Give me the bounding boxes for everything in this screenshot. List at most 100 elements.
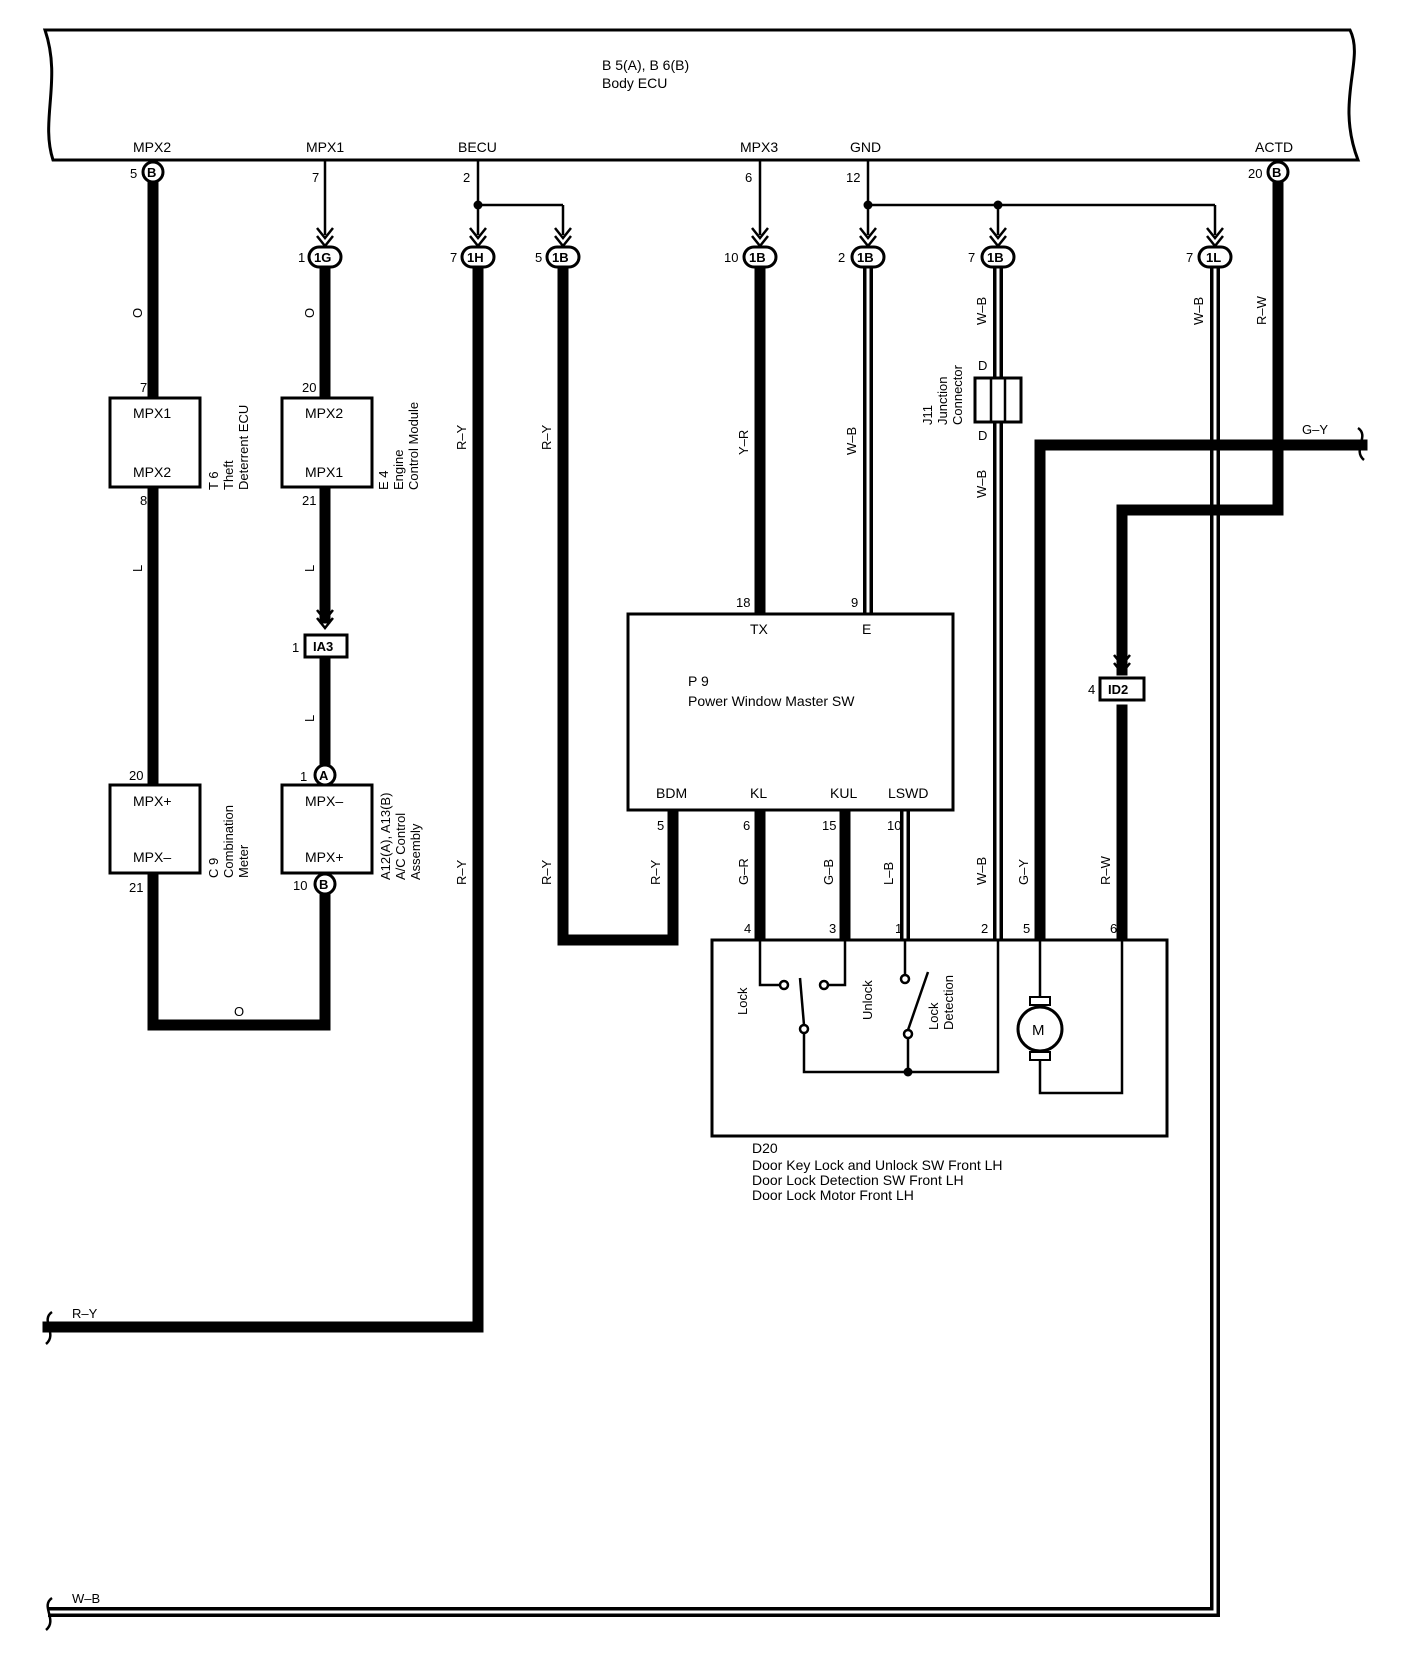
- junction-1l: 7 1L: [1186, 227, 1233, 269]
- d20-unlock-label: Unlock: [860, 980, 875, 1020]
- p9-id: P 9: [688, 673, 709, 689]
- component-a12: 1 A MPX– MPX+ 10 B A12(A), A13(B) A/C Co…: [280, 763, 423, 896]
- wire-label-o-3: O: [234, 1004, 244, 1019]
- wire-label-o-1: O: [130, 308, 145, 318]
- ecu-pin-gnd: 12: [846, 170, 860, 185]
- a12-box: [280, 783, 374, 875]
- junction-1b-7: 7 1B: [968, 227, 1016, 269]
- junction-label: 1B: [552, 250, 569, 265]
- junction-1b-2: 2 1B: [838, 227, 886, 269]
- pin-number: 9: [851, 595, 858, 610]
- j11-id: J11: [920, 405, 935, 425]
- component-c9: 20 MPX+ MPX– 21 C 9 Combination Meter: [108, 768, 251, 895]
- junction-pin: 2: [838, 250, 845, 265]
- junction-1b-5: 5 1B: [535, 227, 581, 269]
- p9-terminal-bdm: BDM: [656, 785, 687, 801]
- pin-number: 5: [657, 818, 664, 833]
- wire-ry-bdm: [557, 260, 679, 946]
- wire-wb-ground: [48, 266, 1220, 1617]
- body-ecu-id: B 5(A), B 6(B): [602, 57, 689, 73]
- c9-name-1: Combination: [221, 805, 236, 878]
- c9-id: C 9: [206, 858, 221, 878]
- ecu-terminal-mpx2: MPX2: [133, 139, 171, 155]
- wire-label-l-1: L: [130, 565, 145, 572]
- wire-label-ry-6: R–Y: [72, 1306, 98, 1321]
- p9-box: [626, 612, 955, 812]
- e4-name-2: Control Module: [406, 402, 421, 490]
- ecu-pin-becu: 2: [463, 170, 470, 185]
- c9-terminal-top: MPX+: [133, 793, 172, 809]
- t6-id: T 6: [206, 471, 221, 490]
- j11-pin-bottom: D: [978, 428, 987, 443]
- continuation-mark-wb: [45, 1596, 53, 1631]
- junction-1h: 7 1H: [450, 227, 496, 269]
- junction-label: 1H: [467, 250, 484, 265]
- ecu-terminal-mpx1: MPX1: [306, 139, 344, 155]
- connector-label: IA3: [313, 639, 333, 654]
- component-j11: D D J11 Junction Connector: [920, 358, 1023, 443]
- junction-1g: 1 1G: [298, 227, 343, 269]
- conn-letter: B: [1272, 165, 1281, 180]
- conn-letter: B: [319, 877, 328, 892]
- wire-gy: [1034, 439, 1368, 946]
- wires: [42, 160, 1368, 1617]
- ecu-terminal-gnd: GND: [850, 139, 881, 155]
- wire-label-l-2: L: [302, 565, 317, 572]
- continuation-mark-ry: [45, 1310, 53, 1345]
- component-d20: 4 3 1 2 5 6 M: [710, 921, 1169, 1203]
- junction-pin: 1: [298, 250, 305, 265]
- pin-number: 6: [743, 818, 750, 833]
- p9-terminal-e: E: [862, 621, 871, 637]
- wire-label-rw-2: R–W: [1098, 855, 1113, 885]
- wire-label-lb: L–B: [881, 862, 896, 885]
- d20-name-3: Door Lock Motor Front LH: [752, 1187, 914, 1203]
- wire-ry-left: [42, 260, 484, 1333]
- ecu-pin-mpx3: 6: [745, 170, 752, 185]
- junction-label: 1B: [749, 250, 766, 265]
- pin-number: 1: [895, 921, 902, 936]
- j11-box: [973, 376, 1023, 424]
- j11-name-2: Connector: [950, 364, 965, 425]
- junction-connectors: 1 1G 7 1H 5 1B 10 1B 2: [298, 227, 1233, 269]
- pin-number: 4: [744, 921, 751, 936]
- junction-pin: 5: [535, 250, 542, 265]
- pin-number: 21: [302, 493, 316, 508]
- t6-name-1: Theft: [221, 460, 236, 490]
- ecu-terminal-actd: ACTD: [1255, 139, 1293, 155]
- junction-label: 1L: [1206, 250, 1221, 265]
- connector-label: ID2: [1108, 682, 1128, 697]
- wire-label-wb-4: W–B: [1191, 297, 1206, 325]
- component-t6: 7 MPX1 MPX2 8 T 6 Theft Deterrent ECU: [108, 380, 251, 508]
- e4-box: [280, 396, 374, 489]
- pin-number: 1: [300, 769, 307, 784]
- junction-label: 1G: [314, 250, 331, 265]
- junction-pin: 10: [724, 250, 738, 265]
- t6-name-2: Deterrent ECU: [236, 405, 251, 490]
- t6-box: [108, 396, 202, 489]
- p9-terminal-lswd: LSWD: [888, 785, 928, 801]
- component-p9: 18 9 TX E P 9 Power Window Master SW BDM…: [626, 595, 955, 833]
- pin-number: 5: [1023, 921, 1030, 936]
- junction-pin: 7: [1186, 250, 1193, 265]
- body-ecu-name: Body ECU: [602, 75, 667, 91]
- junction-pin: 7: [450, 250, 457, 265]
- conn-letter: B: [147, 165, 156, 180]
- pin-number: 21: [129, 880, 143, 895]
- a12-terminal-top: MPX–: [305, 793, 343, 809]
- junction-1b-10: 10 1B: [724, 227, 778, 269]
- e4-id: E 4: [376, 470, 391, 490]
- wire-label-gy-1: G–Y: [1302, 422, 1328, 437]
- p9-name: Power Window Master SW: [688, 693, 855, 709]
- wire-label-ry-3: R–Y: [454, 859, 469, 885]
- pin-number: 15: [822, 818, 836, 833]
- a12-name-1: A/C Control: [393, 813, 408, 880]
- j11-pin-top: D: [978, 358, 987, 373]
- junction-pin: 7: [968, 250, 975, 265]
- wire-label-wb-5: W–B: [974, 857, 989, 885]
- c9-name-2: Meter: [236, 844, 251, 878]
- d20-box: [710, 938, 1169, 1138]
- junction-label: 1B: [857, 250, 874, 265]
- d20-lockdet-label-1: Lock: [926, 1002, 941, 1030]
- inline-connector-id2: 4 ID2: [1088, 654, 1146, 702]
- pin-number: 3: [829, 921, 836, 936]
